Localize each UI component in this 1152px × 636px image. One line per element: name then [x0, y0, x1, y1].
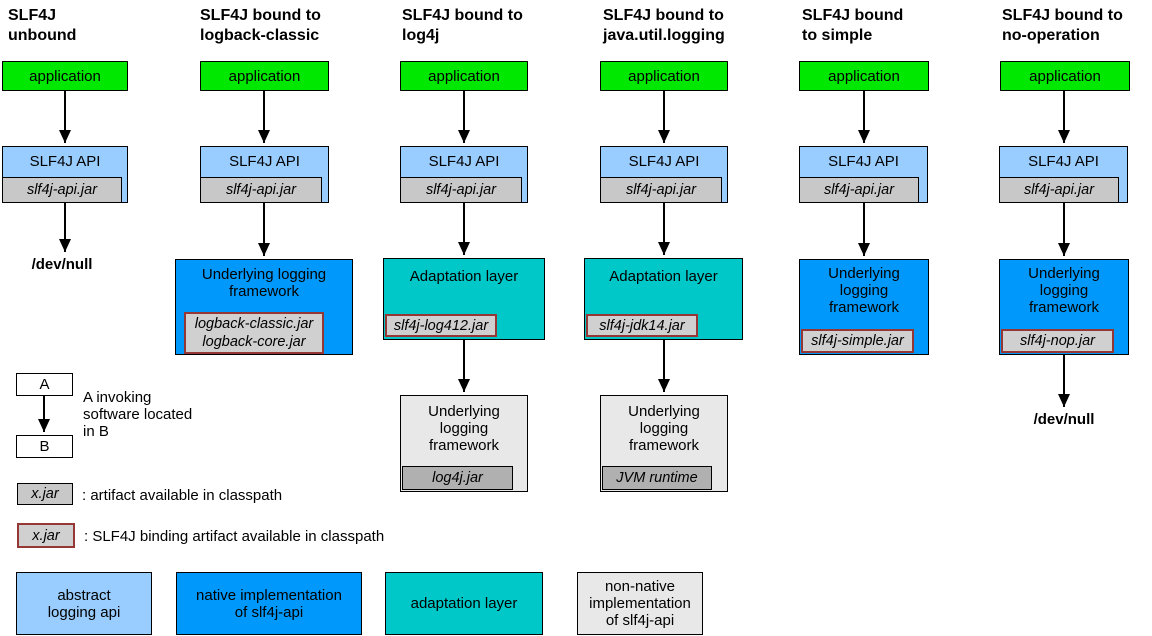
framework-jar: JVM runtime	[602, 466, 712, 490]
colorkey-adaptation-layer: adaptation layer	[385, 572, 543, 635]
legend-box-b: B	[16, 435, 73, 458]
application-box: application	[1000, 61, 1130, 91]
down-arrow	[59, 91, 71, 143]
underlying-framework-label: Underlying logging framework	[628, 403, 700, 454]
column-title-unbound: SLF4J unbound	[8, 7, 77, 44]
underlying-framework-box: Underlying logging framework log4j.jar	[400, 395, 528, 492]
slf4j-api-jar: slf4j-api.jar	[799, 177, 919, 203]
slf4j-api-box: SLF4J API slf4j-api.jar	[999, 146, 1128, 203]
framework-jar: log4j.jar	[402, 466, 513, 490]
column-title-log4j: SLF4J bound to log4j	[402, 7, 523, 44]
legend-artifact-jar: x.jar	[17, 483, 73, 505]
down-arrow	[858, 91, 870, 143]
down-arrow	[658, 340, 670, 392]
adaptation-layer-box: Adaptation layer slf4j-log412.jar	[383, 258, 545, 340]
legend-box-a: A	[16, 373, 73, 396]
slf4j-api-label: SLF4J API	[1028, 153, 1099, 170]
down-arrow	[658, 91, 670, 143]
down-arrow	[59, 203, 71, 252]
adaptation-layer-label: Adaptation layer	[409, 268, 519, 285]
binding-jar: slf4j-nop.jar	[1001, 329, 1114, 353]
slf4j-api-jar: slf4j-api.jar	[2, 177, 122, 203]
underlying-framework-label: Underlying logging framework	[201, 266, 327, 300]
down-arrow	[658, 203, 670, 255]
legend-invoke-caption: A invoking software located in B	[83, 389, 193, 440]
slf4j-api-jar: slf4j-api.jar	[200, 177, 322, 203]
colorkey-nonnative-impl: non-native implementation of slf4j-api	[577, 572, 703, 635]
application-box: application	[400, 61, 528, 91]
dev-null-label: /dev/null	[1033, 411, 1095, 428]
down-arrow	[1058, 91, 1070, 143]
underlying-framework-label: Underlying logging framework	[428, 403, 500, 454]
adaptation-layer-box: Adaptation layer slf4j-jdk14.jar	[584, 258, 743, 340]
binding-jar: slf4j-log412.jar	[385, 314, 497, 337]
underlying-framework-box: Underlying logging framework slf4j-nop.j…	[999, 259, 1129, 355]
column-title-logback: SLF4J bound to logback-classic	[200, 7, 321, 44]
binding-jar: logback-classic.jar logback-core.jar	[184, 312, 324, 354]
down-arrow	[858, 203, 870, 256]
slf4j-api-box: SLF4J API slf4j-api.jar	[799, 146, 928, 203]
adaptation-layer-label: Adaptation layer	[609, 268, 718, 285]
legend-binding-caption: : SLF4J binding artifact available in cl…	[84, 528, 385, 545]
slf4j-api-jar: slf4j-api.jar	[400, 177, 522, 203]
down-arrow	[258, 203, 270, 256]
column-title-simple: SLF4J bound to simple	[802, 7, 904, 44]
underlying-framework-box: Underlying logging framework slf4j-simpl…	[799, 259, 929, 355]
column-title-jul: SLF4J bound to java.util.logging	[603, 7, 725, 44]
slf4j-api-box: SLF4J API slf4j-api.jar	[2, 146, 128, 203]
application-box: application	[200, 61, 329, 91]
slf4j-api-label: SLF4J API	[229, 153, 300, 170]
down-arrow	[458, 91, 470, 143]
slf4j-api-label: SLF4J API	[628, 153, 700, 170]
underlying-framework-label: Underlying logging framework	[828, 265, 900, 316]
down-arrow	[458, 203, 470, 255]
underlying-framework-box: Underlying logging framework JVM runtime	[600, 395, 728, 492]
application-box: application	[2, 61, 128, 91]
down-arrow	[258, 91, 270, 143]
slf4j-api-jar: slf4j-api.jar	[999, 177, 1119, 203]
slf4j-api-box: SLF4J API slf4j-api.jar	[200, 146, 329, 203]
slf4j-api-jar: slf4j-api.jar	[600, 177, 722, 203]
binding-jar: slf4j-jdk14.jar	[586, 314, 698, 337]
underlying-framework-box: Underlying logging framework logback-cla…	[175, 259, 353, 355]
application-box: application	[799, 61, 929, 91]
down-arrow	[458, 340, 470, 392]
legend-artifact-caption: : artifact available in classpath	[82, 487, 283, 504]
column-title-nop: SLF4J bound to no-operation	[1002, 7, 1123, 44]
down-arrow	[38, 395, 50, 432]
colorkey-abstract-api: abstract logging api	[16, 572, 152, 635]
down-arrow	[1058, 355, 1070, 407]
legend-binding-jar: x.jar	[17, 523, 75, 548]
slf4j-api-label: SLF4J API	[29, 153, 101, 170]
colorkey-native-impl: native implementation of slf4j-api	[176, 572, 362, 635]
underlying-framework-label: Underlying logging framework	[1028, 265, 1100, 316]
slf4j-api-box: SLF4J API slf4j-api.jar	[400, 146, 528, 203]
slf4j-api-box: SLF4J API slf4j-api.jar	[600, 146, 728, 203]
slf4j-api-label: SLF4J API	[828, 153, 899, 170]
slf4j-api-label: SLF4J API	[428, 153, 500, 170]
binding-jar: slf4j-simple.jar	[801, 329, 914, 353]
application-box: application	[600, 61, 728, 91]
down-arrow	[1058, 203, 1070, 256]
dev-null-label: /dev/null	[31, 256, 93, 273]
